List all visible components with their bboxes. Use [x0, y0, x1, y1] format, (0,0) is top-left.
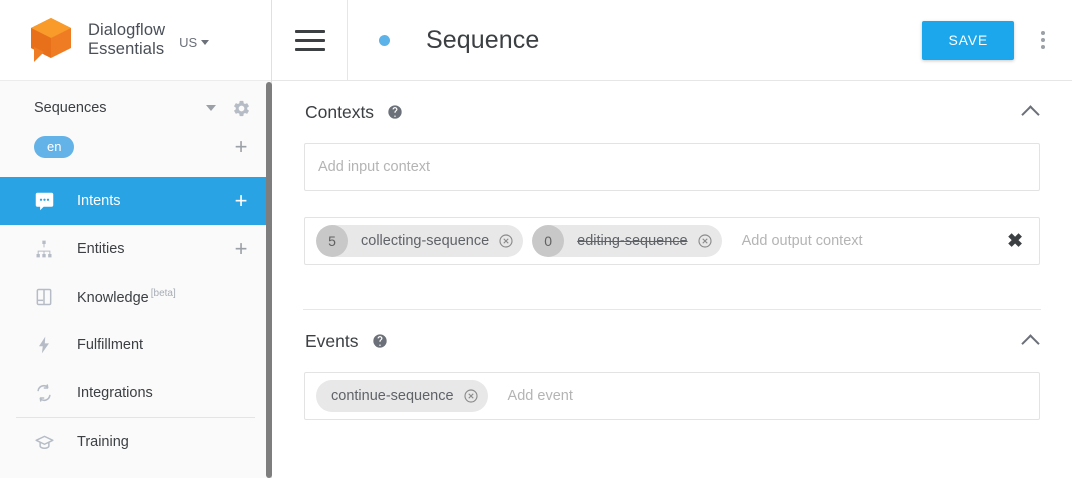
- events-section: Events continue-sequence: [304, 310, 1040, 420]
- chevron-up-icon[interactable]: [1022, 333, 1038, 349]
- sidebar-scrollbar[interactable]: [266, 82, 272, 478]
- events-header[interactable]: Events: [304, 310, 1040, 372]
- section-divider-wrap: [303, 265, 1041, 310]
- language-row: en +: [0, 127, 271, 167]
- help-circle-icon[interactable]: [387, 104, 403, 120]
- close-x-icon[interactable]: ✖: [1007, 230, 1023, 252]
- add-intent-button[interactable]: +: [234, 188, 248, 213]
- add-language-button[interactable]: +: [234, 134, 248, 159]
- beta-badge: [beta]: [150, 288, 176, 300]
- context-name: collecting-sequence: [361, 233, 490, 249]
- sidebar-item-entities[interactable]: Entities +: [0, 225, 271, 273]
- sidebar-item-label: Fulfillment: [77, 337, 144, 353]
- sidebar-item-intents[interactable]: Intents +: [0, 177, 271, 225]
- add-entity-button[interactable]: +: [234, 236, 248, 261]
- input-context-placeholder: Add input context: [318, 159, 431, 175]
- sidebar-divider: [16, 417, 255, 418]
- sidebar-item-label: Knowledge: [77, 289, 149, 306]
- main-panel: Sequence SAVE Contexts: [272, 0, 1072, 478]
- blue-status-dot: [379, 34, 390, 46]
- sidebar-item-label: Integrations: [77, 385, 153, 401]
- sidebar-item-training[interactable]: Training: [0, 418, 271, 466]
- help-circle-icon[interactable]: [372, 333, 388, 349]
- lightning-bolt-icon: [32, 335, 56, 355]
- section-title: Contexts: [305, 101, 375, 122]
- sidebar-item-integrations[interactable]: Integrations: [0, 369, 271, 417]
- sidebar-item-label: Entities: [77, 241, 125, 257]
- page-title: Sequence: [426, 25, 540, 54]
- output-context-field[interactable]: 5 collecting-sequence 0 editing-se: [304, 217, 1040, 265]
- context-name: editing-sequence: [577, 233, 688, 249]
- chat-bubble-icon: [32, 191, 56, 212]
- vertical-dots-icon[interactable]: [1014, 0, 1072, 81]
- context-lifespan: 5: [316, 225, 348, 257]
- section-title: Events: [305, 330, 359, 351]
- brand-name-line2: Essentials: [88, 40, 165, 58]
- remove-circle-icon[interactable]: [498, 233, 514, 249]
- event-chip[interactable]: continue-sequence: [316, 380, 488, 412]
- remove-circle-icon[interactable]: [697, 233, 713, 249]
- content-area: Contexts Add input context 5: [272, 81, 1072, 420]
- dialogflow-cube-logo: [28, 16, 74, 64]
- sidebar-item-label: Intents: [77, 193, 121, 209]
- remove-circle-icon[interactable]: [463, 388, 479, 404]
- region-label: US: [179, 34, 198, 50]
- book-icon: [32, 287, 56, 307]
- output-context-placeholder: Add output context: [741, 233, 863, 249]
- sidebar: Dialogflow Essentials US Sequences en +: [0, 0, 272, 478]
- caret-down-icon[interactable]: [206, 105, 216, 111]
- graduation-cap-icon: [32, 432, 56, 453]
- hierarchy-icon: [32, 239, 56, 259]
- chevron-up-icon[interactable]: [1022, 104, 1038, 120]
- hamburger-menu-icon[interactable]: [272, 0, 348, 81]
- save-button[interactable]: SAVE: [922, 20, 1014, 60]
- sidebar-item-fulfillment[interactable]: Fulfillment: [0, 321, 271, 369]
- caret-down-icon: [201, 39, 210, 45]
- context-lifespan: 0: [532, 225, 565, 257]
- contexts-header[interactable]: Contexts: [304, 81, 1040, 143]
- events-field[interactable]: continue-sequence Add event: [304, 372, 1040, 420]
- top-bar: Sequence SAVE: [272, 0, 1072, 81]
- context-chip[interactable]: 5 collecting-sequence: [316, 225, 524, 257]
- refresh-arrows-icon: [32, 383, 56, 403]
- event-name: continue-sequence: [331, 388, 454, 404]
- event-placeholder: Add event: [507, 388, 573, 404]
- agent-selector[interactable]: Sequences: [0, 89, 271, 127]
- language-pill-en[interactable]: en: [34, 136, 75, 158]
- context-chip[interactable]: 0 editing-sequence: [532, 225, 722, 257]
- brand-header[interactable]: Dialogflow Essentials US: [0, 0, 271, 81]
- region-selector[interactable]: US: [179, 34, 210, 50]
- gear-icon[interactable]: [232, 99, 251, 118]
- sidebar-nav: Intents + Entities +: [0, 177, 271, 466]
- input-context-field[interactable]: Add input context: [304, 143, 1040, 191]
- brand-name-line1: Dialogflow: [88, 21, 166, 39]
- sidebar-item-label: Training: [77, 434, 129, 450]
- contexts-section: Contexts Add input context 5: [304, 81, 1040, 265]
- sidebar-item-knowledge[interactable]: Knowledge[beta]: [0, 273, 271, 321]
- section-divider: [303, 309, 1041, 310]
- agent-name: Sequences: [34, 100, 107, 116]
